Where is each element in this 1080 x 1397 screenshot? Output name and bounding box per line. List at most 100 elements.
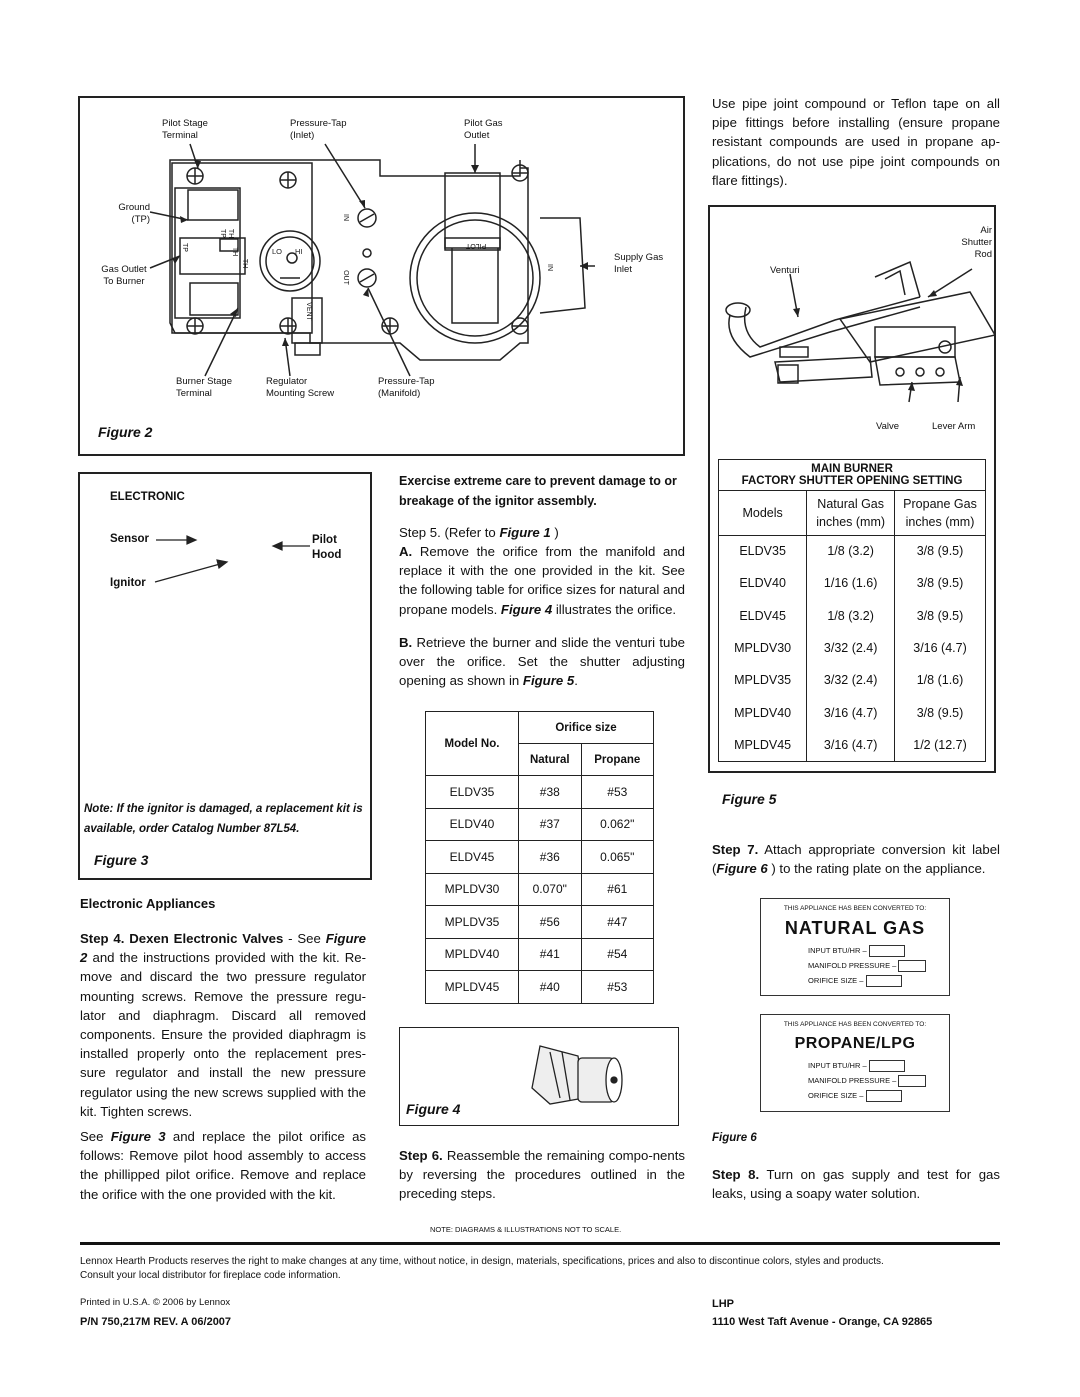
orifice-table-row: MPLDV40#41#54 [425,937,655,971]
burner-cell-natural: 3/32 (2.4) [806,631,896,665]
burner-stage-text: Burner Stage [176,376,232,387]
figure-4-frame: Figure 4 [399,1027,679,1126]
b-body-1: Retrieve the burner and slide the ventur… [399,635,685,689]
inlet-paren-text: (Inlet) [290,130,315,141]
burner-col-propane-text: Propane Gas [903,496,977,511]
step-5-refer: . (Refer to [437,525,500,540]
burner-cell-natural: 3/16 (4.7) [806,696,896,729]
orifice-cell-propane: #53 [580,775,655,809]
natural-input-field[interactable] [868,945,905,958]
propane-orifice-field[interactable] [865,1090,902,1103]
step-6-label: Step 6. [399,1148,443,1163]
figure-4-caption: Figure 4 [406,1101,461,1117]
ground-text: Ground [118,202,150,213]
electronic-label: ELECTRONIC [110,491,185,503]
step-4-figure-ref: Figure 2 [80,931,366,966]
out-label: OUT [341,270,349,285]
natural-orifice-field[interactable] [865,975,902,988]
th-label-1: TH [227,228,235,239]
gas-valve-diagram: LO HI [149,143,595,377]
part-number: P/N 750,217M REV. A 06/2007 [80,1316,232,1328]
pipe-joint-intro: Use pipe joint compound or Teflon tape o… [712,96,1000,188]
orifice-cell-model: ELDV40 [425,807,519,841]
tp-text: (TP) [131,214,150,225]
step-4-paragraph: Step 4. Dexen Electronic Valves - See Fi… [80,929,366,1121]
burner-table-title-1: MAIN BURNER [811,463,893,475]
pilot-hood-label: Pilot Hood [312,533,341,563]
orifice-cell-natural: #38 [518,775,582,809]
orifice-cell-propane: #47 [580,905,655,939]
propane-manifold-label: MANIFOLD PRESSURE – [808,1076,897,1085]
step-4-title: Step 4. Dexen Electronic Valves [80,931,284,946]
pressure-tap-text: Pressure-Tap [290,118,347,129]
orifice-table-row: MPLDV45#40#53 [425,970,655,1004]
see-text: See [80,1129,111,1144]
step-5-close: ) [550,525,559,540]
figure-5-ref: Figure 5 [522,673,575,689]
figure-4-ref: Figure 4 [500,601,553,617]
natural-gas-conversion-label: THIS APPLIANCE HAS BEEN CONVERTED TO: NA… [760,898,950,996]
step-7-body-1: Attach appropriate conversion kit label … [712,842,1000,877]
burner-col-natural-text: Natural Gas [817,496,884,511]
pilot-terminal-text: Terminal [162,130,198,141]
orifice-cell-model: MPLDV45 [425,970,519,1004]
lo-label: LO [272,247,282,256]
step-5-line: Step 5. (Refer to Figure 1 ) [399,523,685,542]
step-5a-paragraph: A. Remove the orifice from the manifold … [399,542,685,619]
propane-orifice-label: ORIFICE SIZE – [808,1091,864,1100]
supply-gas-text: Supply Gas [614,252,664,263]
orifice-cell-propane: #53 [580,970,655,1004]
burner-cell-model: MPLDV35 [719,664,808,697]
orifice-table-row: MPLDV35#56#47 [425,905,655,939]
figure-3-frame: ELECTRONIC Sensor Pilot Hood Ignitor Not… [78,472,372,880]
figure-5-caption: Figure 5 [722,791,777,807]
pilot-gas-outlet-label: Pilot Gas Outlet [464,118,544,142]
step-8-paragraph: Step 8. Turn on gas supply and test for … [712,1165,1000,1203]
not-to-scale-note: NOTE: DIAGRAMS & ILLUSTRATIONS NOT TO SC… [430,1225,622,1234]
orifice-col-size: Orifice size [518,711,654,744]
b-body-2: . [574,673,578,689]
burner-col-propane-unit: inches (mm) [905,514,975,529]
step-7-label: Step 7. [712,842,759,857]
burner-cell-model: MPLDV45 [719,728,808,762]
propane-manifold-field[interactable] [898,1075,927,1088]
figure-6-caption: Figure 6 [712,1132,757,1144]
b-label: B. [399,635,413,650]
figure-3-caption: Figure 3 [94,852,149,868]
ignitor-caution: Exercise extreme care to prevent damage … [399,474,677,508]
in-label-1: IN [342,214,349,221]
orifice-cell-propane: #61 [580,872,655,906]
burner-shutter-table: MAIN BURNER FACTORY SHUTTER OPENING SETT… [718,459,986,763]
step-8-body: Turn on gas supply and test for gas leak… [712,1167,1000,1202]
burner-cell-model: MPLDV40 [719,696,808,729]
th-label-2: TH [231,246,239,257]
valve-label: Valve [876,421,900,432]
burner-col-natural-unit: inches (mm) [816,514,886,529]
burner-cell-propane: 3/8 (9.5) [916,608,964,623]
orifice-col-model: Model No. [425,711,519,776]
pressure-tap-manifold-label: Pressure-Tap (Manifold) [378,376,458,400]
orifice-cell-propane: 0.065" [580,840,655,874]
vent-label: VENT [304,302,312,321]
regulator-text: Regulator [266,376,308,387]
propane-input-field[interactable] [868,1060,905,1073]
natural-manifold-field[interactable] [898,960,927,973]
orifice-cell-natural: #56 [518,905,582,939]
burner-cell-propane: 3/16 (4.7) [913,641,967,656]
orifice-cell-model: MPLDV30 [425,872,519,906]
burner-cell-model: MPLDV30 [719,631,808,665]
ignitor-arrows [154,535,310,583]
air-shutter-rod-label: Air Shutter Rod [932,225,992,261]
step-6-paragraph: Step 6. Reassemble the remaining compo-n… [399,1146,685,1204]
pilot-label: PILOT [466,242,487,249]
figure-3-ref: Figure 3 [110,1129,166,1144]
natural-converted-text: THIS APPLIANCE HAS BEEN CONVERTED TO: [783,905,927,912]
step-5-label: Step 5 [399,525,438,540]
step-4-see: - See [283,931,326,946]
outlet-text: Outlet [464,130,490,141]
